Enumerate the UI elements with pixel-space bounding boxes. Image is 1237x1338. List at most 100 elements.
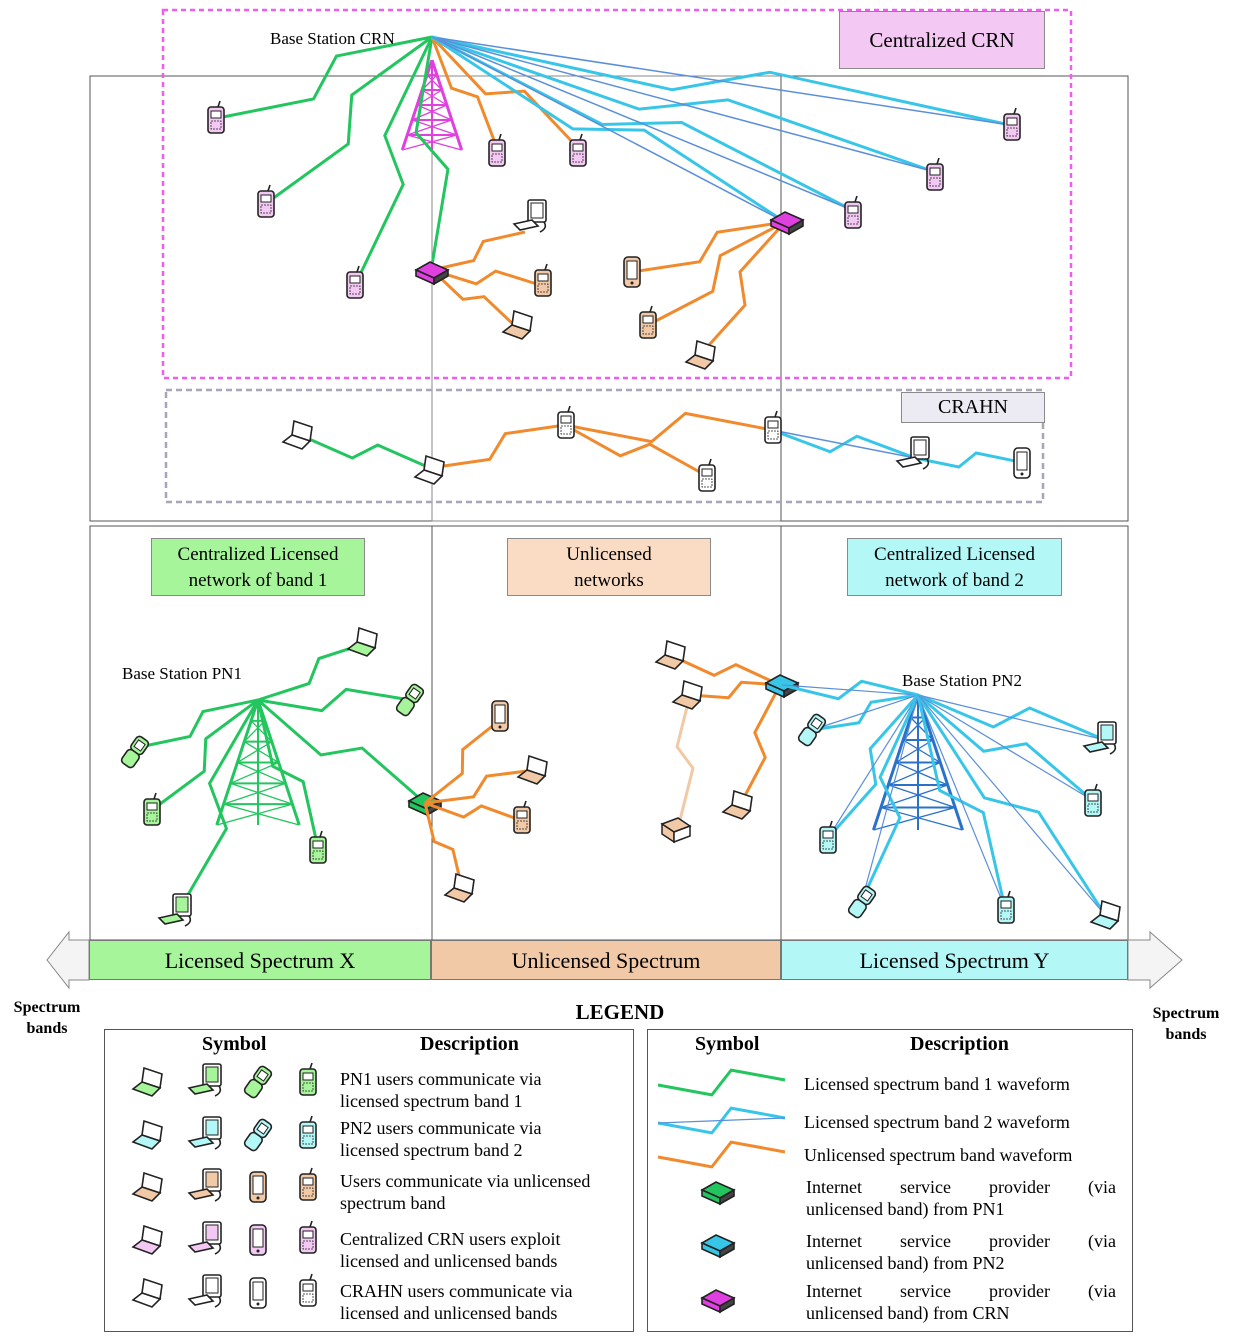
crn-isp-router-2 bbox=[769, 211, 805, 236]
unl-link-4 bbox=[423, 802, 464, 889]
legend-wave-row-2: Licensed spectrum band 2 waveform bbox=[804, 1112, 1070, 1132]
legend-left-symbol-header: Symbol bbox=[202, 1033, 267, 1055]
licensed-network-2-label: Centralized Licensed network of band 2 bbox=[847, 538, 1062, 596]
region-box-right-top bbox=[780, 75, 1129, 522]
legend-router-crn bbox=[700, 1289, 736, 1314]
legend-laptop-5 bbox=[131, 1277, 163, 1308]
legend-router-pn1 bbox=[700, 1181, 736, 1206]
pn1-link-2 bbox=[257, 687, 411, 713]
legend-right-symbol-header: Symbol bbox=[695, 1033, 760, 1055]
legend-isp-row-3-line-2: unlicensed band) from CRN bbox=[806, 1303, 1010, 1323]
unlicensed-links bbox=[423, 653, 782, 889]
unlicensed-networks-line-1: Unlicensed bbox=[566, 544, 652, 565]
legend-left-box bbox=[104, 1029, 634, 1332]
crahn-link-orange-2 bbox=[564, 423, 706, 477]
pn1-link-7 bbox=[257, 698, 426, 805]
pn1-flip-1 bbox=[395, 683, 425, 717]
spectrum-arrow-right bbox=[1127, 930, 1183, 990]
unl-link-3 bbox=[424, 801, 521, 822]
legend-wave-blue bbox=[657, 1117, 786, 1124]
legend-user-row-2-line-2: licensed spectrum band 2 bbox=[340, 1140, 523, 1160]
crn-link-blue-3 bbox=[431, 36, 853, 211]
legend-isp-row-2-line-2: unlicensed band) from PN2 bbox=[806, 1253, 1005, 1273]
unl-link-printer bbox=[675, 694, 695, 821]
unlicensed-laptop-top-1 bbox=[501, 309, 533, 340]
centralized-crn-devices bbox=[207, 100, 1021, 370]
crn-phone-4 bbox=[488, 133, 506, 167]
crahn-devices bbox=[281, 405, 1031, 492]
pn2-phone-1 bbox=[1084, 783, 1102, 817]
legend-user-row-4: Centralized CRN users exploit licensed a… bbox=[340, 1228, 560, 1272]
spectrum-bands-right-label: Spectrum bands bbox=[1146, 1003, 1226, 1045]
spectrum-arrow-left bbox=[46, 930, 90, 990]
crahn-link-orange-1 bbox=[429, 423, 566, 470]
legend-user-row-5-line-1: CRAHN users communicate via bbox=[340, 1281, 573, 1301]
legend-user-row-1-line-1: PN1 users communicate via bbox=[340, 1069, 542, 1089]
legend-user-row-4-line-1: Centralized CRN users exploit bbox=[340, 1229, 561, 1249]
crn-link-green-4 bbox=[414, 36, 450, 266]
legend-user-row-4-line-2: licensed and unlicensed bands bbox=[340, 1251, 558, 1271]
legend-right-box bbox=[647, 1029, 1133, 1332]
legend-flip-2 bbox=[243, 1118, 273, 1152]
pn1-links bbox=[134, 640, 426, 913]
crn-link-blue-4 bbox=[431, 36, 786, 223]
pn2-link-blue-7 bbox=[917, 694, 1006, 909]
centralized-crn-boundary bbox=[161, 8, 1073, 380]
legend-user-row-1-line-2: licensed spectrum band 1 bbox=[340, 1091, 523, 1111]
pn2-links bbox=[781, 679, 1107, 916]
legend-phone-3 bbox=[299, 1167, 317, 1201]
legend-laptop-1 bbox=[131, 1066, 163, 1097]
legend-user-row-3-line-2: spectrum band bbox=[340, 1193, 446, 1213]
pn1-link-4 bbox=[151, 698, 259, 812]
licensed-network-1-line-1: Centralized Licensed bbox=[177, 544, 339, 565]
pn1-phone-2 bbox=[309, 830, 327, 864]
unlicensed-networks-line-2: networks bbox=[574, 570, 644, 591]
pn1-devices bbox=[120, 626, 443, 927]
pn2-laptop bbox=[1089, 899, 1121, 930]
spectrum-bands-right-line-2: bands bbox=[1165, 1026, 1207, 1043]
pn2-flip-1 bbox=[797, 713, 827, 747]
legend-phone-5 bbox=[299, 1273, 317, 1307]
crn-phone-6 bbox=[1003, 107, 1021, 141]
pn2-phone-2 bbox=[819, 820, 837, 854]
pn2-link-blue-2 bbox=[811, 694, 919, 731]
legend-laptop-2 bbox=[131, 1119, 163, 1150]
crn-link-green-3 bbox=[354, 36, 434, 284]
legend-right-description-header: Description bbox=[910, 1033, 1009, 1055]
unl-laptop-1 bbox=[516, 754, 548, 785]
unl-link-1 bbox=[424, 718, 501, 805]
pn1-link-3 bbox=[134, 698, 259, 750]
unlicensed-desktop-top bbox=[512, 199, 547, 233]
unlicensed-pda-top bbox=[623, 256, 641, 288]
crn-link-green-1 bbox=[217, 35, 433, 120]
legend-isp-row-1-line-1: Internet service provider (via bbox=[806, 1177, 1116, 1197]
crn-link-blue-1 bbox=[431, 36, 1011, 126]
legend-user-row-3-line-1: Users communicate via unlicensed bbox=[340, 1171, 591, 1191]
crahn-laptop-2 bbox=[413, 454, 445, 485]
legend-desktop-5 bbox=[187, 1274, 222, 1308]
legend-isp-row-2: Internet service provider (via unlicense… bbox=[806, 1230, 1116, 1274]
unl-pda bbox=[491, 700, 509, 732]
crn-phone-5 bbox=[569, 133, 587, 167]
centralized-crn-label: Centralized CRN bbox=[839, 11, 1045, 69]
legend-phone-2 bbox=[299, 1115, 317, 1149]
legend-isp-row-3: Internet service provider (via unlicense… bbox=[806, 1280, 1116, 1324]
crahn-boundary bbox=[164, 388, 1045, 504]
crn-link-green-2 bbox=[267, 35, 433, 204]
crahn-phone-3 bbox=[698, 458, 716, 492]
unl-laptop-5 bbox=[721, 789, 753, 820]
legend-wave-orange bbox=[657, 1140, 786, 1169]
legend-flip-1 bbox=[243, 1065, 273, 1099]
crahn-link-orange-3 bbox=[564, 411, 773, 444]
unl-printer bbox=[660, 817, 692, 844]
crn-phone-2 bbox=[257, 184, 275, 218]
crn-link-orange-1 bbox=[430, 36, 499, 149]
base-station-crn-label: Base Station CRN bbox=[270, 29, 395, 48]
spectrum-bands-left-line-1: Spectrum bbox=[13, 999, 81, 1016]
legend-user-row-5-line-2: licensed and unlicensed bands bbox=[340, 1303, 558, 1323]
crn-phone-1 bbox=[207, 100, 225, 134]
pn1-link-1 bbox=[257, 640, 371, 702]
spectrum-bands-left-label: Spectrum bands bbox=[8, 997, 86, 1039]
